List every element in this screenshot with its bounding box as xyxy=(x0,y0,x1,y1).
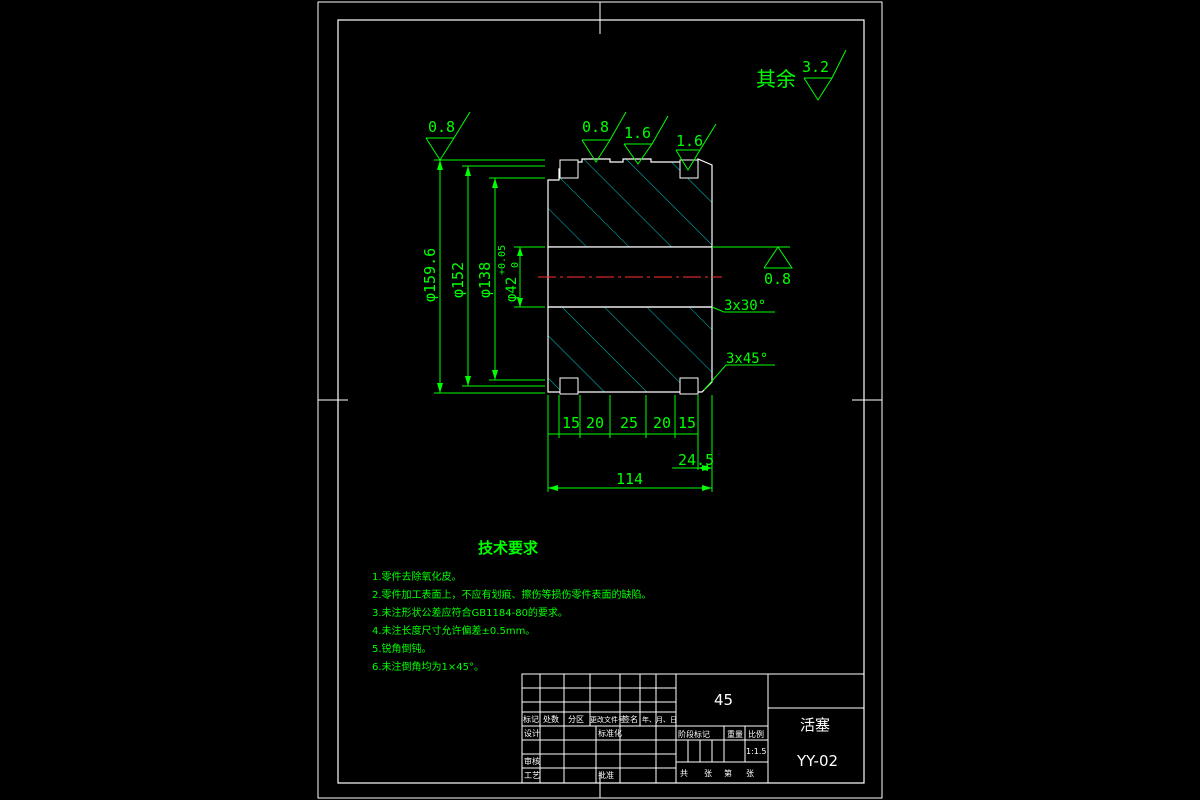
roughness-groove-2: 1.6 xyxy=(624,124,651,142)
dim-dia-bore: φ42 xyxy=(504,277,520,302)
dimension-lines xyxy=(425,49,847,492)
tech-requirements-title: 技术要求 xyxy=(478,539,539,557)
roughness-left-face: 0.8 xyxy=(428,118,455,136)
tb-header-label: 年、月、日 xyxy=(642,715,677,724)
tb-header-label: 更改文件号 xyxy=(590,715,625,724)
groove-bottom-2 xyxy=(679,377,699,395)
dim-width-4: 20 xyxy=(653,414,671,432)
tb-stage-label: 阶段标记 xyxy=(678,729,710,739)
tb-stage-label: 比例 xyxy=(748,729,764,739)
dim-dia-152: φ152 xyxy=(449,262,467,298)
dim-total-length: 114 xyxy=(616,470,643,488)
roughness-general-value: 3.2 xyxy=(802,58,829,76)
tb-sheet-label: 张 xyxy=(704,769,712,778)
dim-width-1: 15 xyxy=(562,414,580,432)
tech-requirements: 技术要求 1.零件去除氧化皮。 2.零件加工表面上，不应有划痕、擦伤等损伤零件表… xyxy=(372,539,652,673)
tb-part-name: 活塞 xyxy=(800,716,830,734)
roughness-groove-1: 0.8 xyxy=(582,118,609,136)
dim-bore-tol-upper: +0.05 xyxy=(497,245,508,275)
arrowheads xyxy=(437,160,712,491)
tb-row-label: 设计 xyxy=(524,728,540,738)
tb-drawing-number: YY-02 xyxy=(796,752,838,770)
tb-material: 45 xyxy=(714,691,733,709)
tb-approval: 批准 xyxy=(598,770,614,780)
groove-top-1 xyxy=(559,159,579,179)
tech-item: 2.零件加工表面上，不应有划痕、擦伤等损伤零件表面的缺陷。 xyxy=(372,588,652,601)
tb-header-label: 签名 xyxy=(622,714,638,724)
dim-width-5: 15 xyxy=(678,414,696,432)
title-block xyxy=(521,673,865,784)
chamfer-45-label: 3x45° xyxy=(726,351,768,367)
tech-item: 3.未注形状公差应符合GB1184-80的要求。 xyxy=(372,606,568,619)
upper-section-hatch xyxy=(547,158,713,248)
dim-dia-138: φ138 xyxy=(476,262,494,298)
roughness-bore: 0.8 xyxy=(764,270,791,288)
tb-sheet-label: 第 xyxy=(724,768,732,778)
roughness-groove-3: 1.6 xyxy=(676,132,703,150)
dim-width-3: 25 xyxy=(620,414,638,432)
tb-header-label: 处数 xyxy=(543,714,559,724)
tb-header-label: 分区 xyxy=(568,715,584,724)
tb-standardization: 标准化 xyxy=(598,728,622,738)
dim-dia-outer: φ159.6 xyxy=(421,248,439,302)
tb-row-label: 工艺 xyxy=(524,771,540,780)
tb-sheet-label: 张 xyxy=(746,769,754,778)
tech-item: 1.零件去除氧化皮。 xyxy=(372,570,462,583)
roughness-general-prefix: 其余 xyxy=(756,67,796,91)
tech-item: 4.未注长度尺寸允许偏差±0.5mm。 xyxy=(372,624,535,637)
tech-item: 6.未注倒角均为1×45°。 xyxy=(372,660,484,673)
tech-item: 5.锐角倒钝。 xyxy=(372,642,432,655)
dim-bore-tol-lower: 0 xyxy=(510,262,521,268)
tb-stage-label: 重量 xyxy=(727,729,743,739)
chamfer-30-label: 3x30° xyxy=(724,298,766,314)
tb-scale: 1:1.5 xyxy=(746,747,767,756)
groove-bottom-1 xyxy=(559,377,579,395)
part-section xyxy=(538,158,722,395)
tb-row-label: 审核 xyxy=(524,756,540,766)
dim-24-5: 24.5 xyxy=(678,451,714,469)
tb-header-label: 标记 xyxy=(523,714,539,724)
dim-width-2: 20 xyxy=(586,414,604,432)
tb-sheet-label: 共 xyxy=(680,769,688,778)
